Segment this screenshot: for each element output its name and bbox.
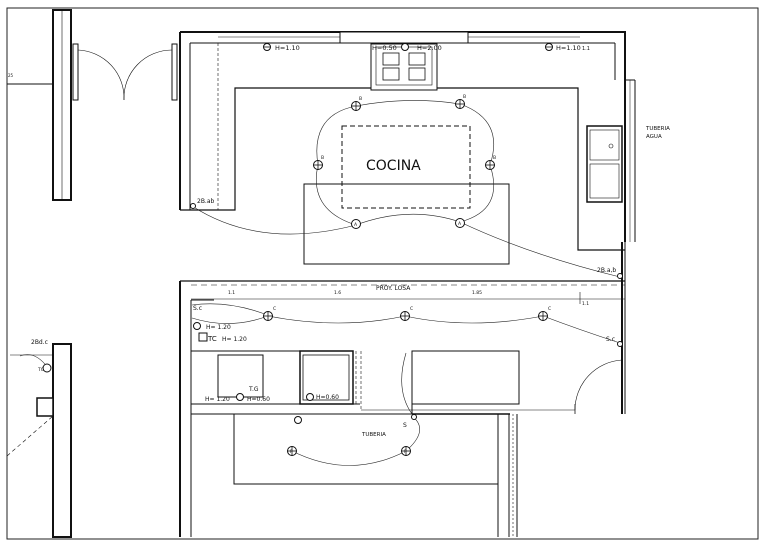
label-tg: T.G xyxy=(248,386,259,393)
labels: COCINA H=1.10 H=0.50 H=2.00 H=1.10 1.1 T… xyxy=(8,44,670,455)
drawing-frame xyxy=(6,7,759,540)
label-circuit-2d-c: 2Bd.c xyxy=(31,339,48,346)
label-h110-small: 1.1 xyxy=(582,46,590,52)
label-dim-16: 1.6 xyxy=(334,290,341,296)
label-b2: B xyxy=(463,94,466,100)
label-dim-11b: 1.1 xyxy=(582,301,589,307)
outlet-h120-icon xyxy=(193,322,201,330)
outlet-a2-icon xyxy=(455,218,465,228)
room-title: COCINA xyxy=(366,158,421,174)
label-h120a: H= 1.20 xyxy=(206,324,231,331)
wiring xyxy=(19,100,621,466)
label-b4: B xyxy=(493,155,496,161)
switch-2b-icon xyxy=(190,203,196,209)
label-dim-25: 25 xyxy=(8,73,14,78)
label-sc-left: S.c xyxy=(193,305,202,312)
label-f2: F xyxy=(404,449,407,455)
label-c1: C xyxy=(273,306,276,312)
label-a1: A xyxy=(354,222,358,228)
label-tuberia-agua-1: TUBERIA xyxy=(645,126,670,132)
label-h200: H=2.00 xyxy=(417,44,442,52)
label-sd: S xyxy=(403,422,407,429)
outlet-h060-icon xyxy=(306,393,314,401)
label-a2: A xyxy=(458,221,462,227)
label-circuit-2b-ad: 2B.a,b xyxy=(597,267,616,274)
label-tc: TC xyxy=(207,335,217,343)
label-dim-185: 1.85 xyxy=(472,290,482,296)
label-tuberia-agua-2: AGUA xyxy=(646,134,662,140)
label-h120c: H= 1.20 xyxy=(205,396,230,403)
label-h050: H=0.50 xyxy=(372,44,397,52)
label-b3: B xyxy=(321,155,324,161)
label-h110-right: H=1.10 xyxy=(556,44,581,52)
label-sc-right: S.c xyxy=(606,336,615,343)
label-c3: C xyxy=(548,306,551,312)
label-proy-losa: PROY. LOSA xyxy=(376,285,411,292)
switch-2bad-icon xyxy=(617,273,623,279)
label-h120b: H= 1.20 xyxy=(222,336,247,343)
outlet-left-wall-icon xyxy=(42,363,52,373)
tc-box-icon xyxy=(198,332,208,342)
label-tg-symbol: TG xyxy=(37,367,45,373)
outlet-lower-icon xyxy=(294,416,302,424)
label-dim-11a: 1.1 xyxy=(228,290,235,296)
label-b1: B xyxy=(359,96,362,102)
walls xyxy=(6,9,636,538)
label-f1: F xyxy=(290,449,293,455)
label-circuit-2b-ab: 2B.ab xyxy=(197,198,215,205)
label-h060b: H=0.60 xyxy=(316,394,339,401)
label-c2: C xyxy=(410,306,413,312)
outlet-a1-icon xyxy=(351,219,361,229)
outlet-tg-icon xyxy=(236,393,244,401)
switch-sd-icon xyxy=(411,414,417,420)
label-h060a: H=0.60 xyxy=(247,396,270,403)
switch-sc-icon xyxy=(617,341,623,347)
outlet-stove-icon xyxy=(401,43,409,51)
label-tuberia-2: TUBERIA xyxy=(361,432,386,438)
label-h110-left: H=1.10 xyxy=(275,44,300,52)
